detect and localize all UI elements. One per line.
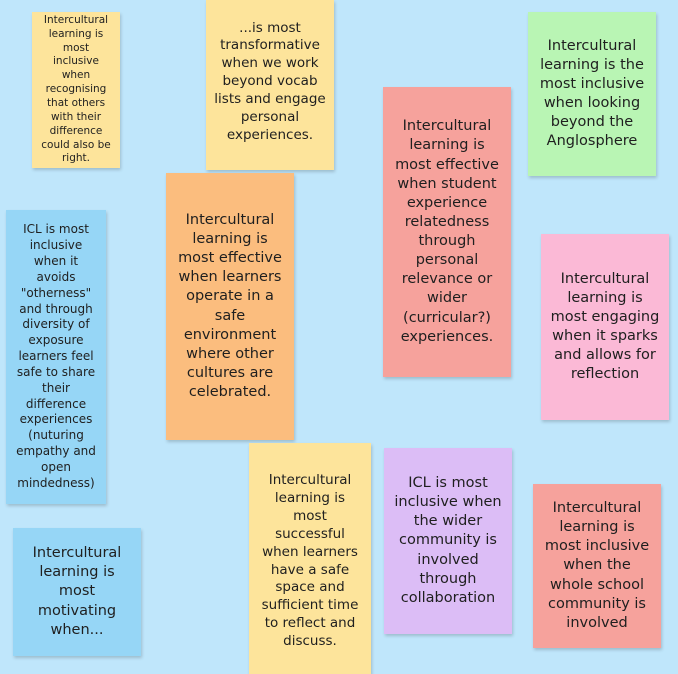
sticky-note-text: ...is most transformative when we work b…: [214, 19, 326, 143]
sticky-note-text: Intercultural learning is most inclusive…: [544, 500, 650, 631]
sticky-note[interactable]: ICL is most inclusive when it avoids "ot…: [6, 210, 106, 504]
sticky-note-text: Intercultural learning is most effective…: [395, 118, 499, 345]
sticky-note-text: Intercultural learning is the most inclu…: [539, 37, 645, 150]
sticky-note-text: Intercultural learning is most motivatin…: [32, 545, 122, 638]
sticky-note-text: Intercultural learning is most successfu…: [261, 472, 359, 649]
sticky-note[interactable]: ...is most transformative when we work b…: [206, 0, 334, 170]
sticky-note[interactable]: Intercultural learning is most effective…: [166, 173, 294, 440]
sticky-note[interactable]: Intercultural learning is most motivatin…: [13, 528, 141, 656]
sticky-note-text: ICL is most inclusive when the wider com…: [394, 475, 502, 606]
sticky-note[interactable]: Intercultural learning is most inclusive…: [32, 12, 120, 168]
sticky-note[interactable]: Intercultural learning is most inclusive…: [533, 484, 661, 648]
sticky-note-text: ICL is most inclusive when it avoids "ot…: [16, 222, 96, 490]
sticky-note[interactable]: Intercultural learning is the most inclu…: [528, 12, 656, 176]
sticky-note[interactable]: ICL is most inclusive when the wider com…: [384, 448, 512, 634]
sticky-note[interactable]: Intercultural learning is most successfu…: [249, 443, 371, 674]
sticky-note-text: Intercultural learning is most effective…: [178, 211, 282, 400]
sticky-note[interactable]: Intercultural learning is most engaging …: [541, 234, 669, 420]
sticky-note[interactable]: Intercultural learning is most effective…: [383, 87, 511, 377]
sticky-note-text: Intercultural learning is most engaging …: [550, 270, 660, 383]
sticky-note-text: Intercultural learning is most inclusive…: [41, 13, 111, 165]
